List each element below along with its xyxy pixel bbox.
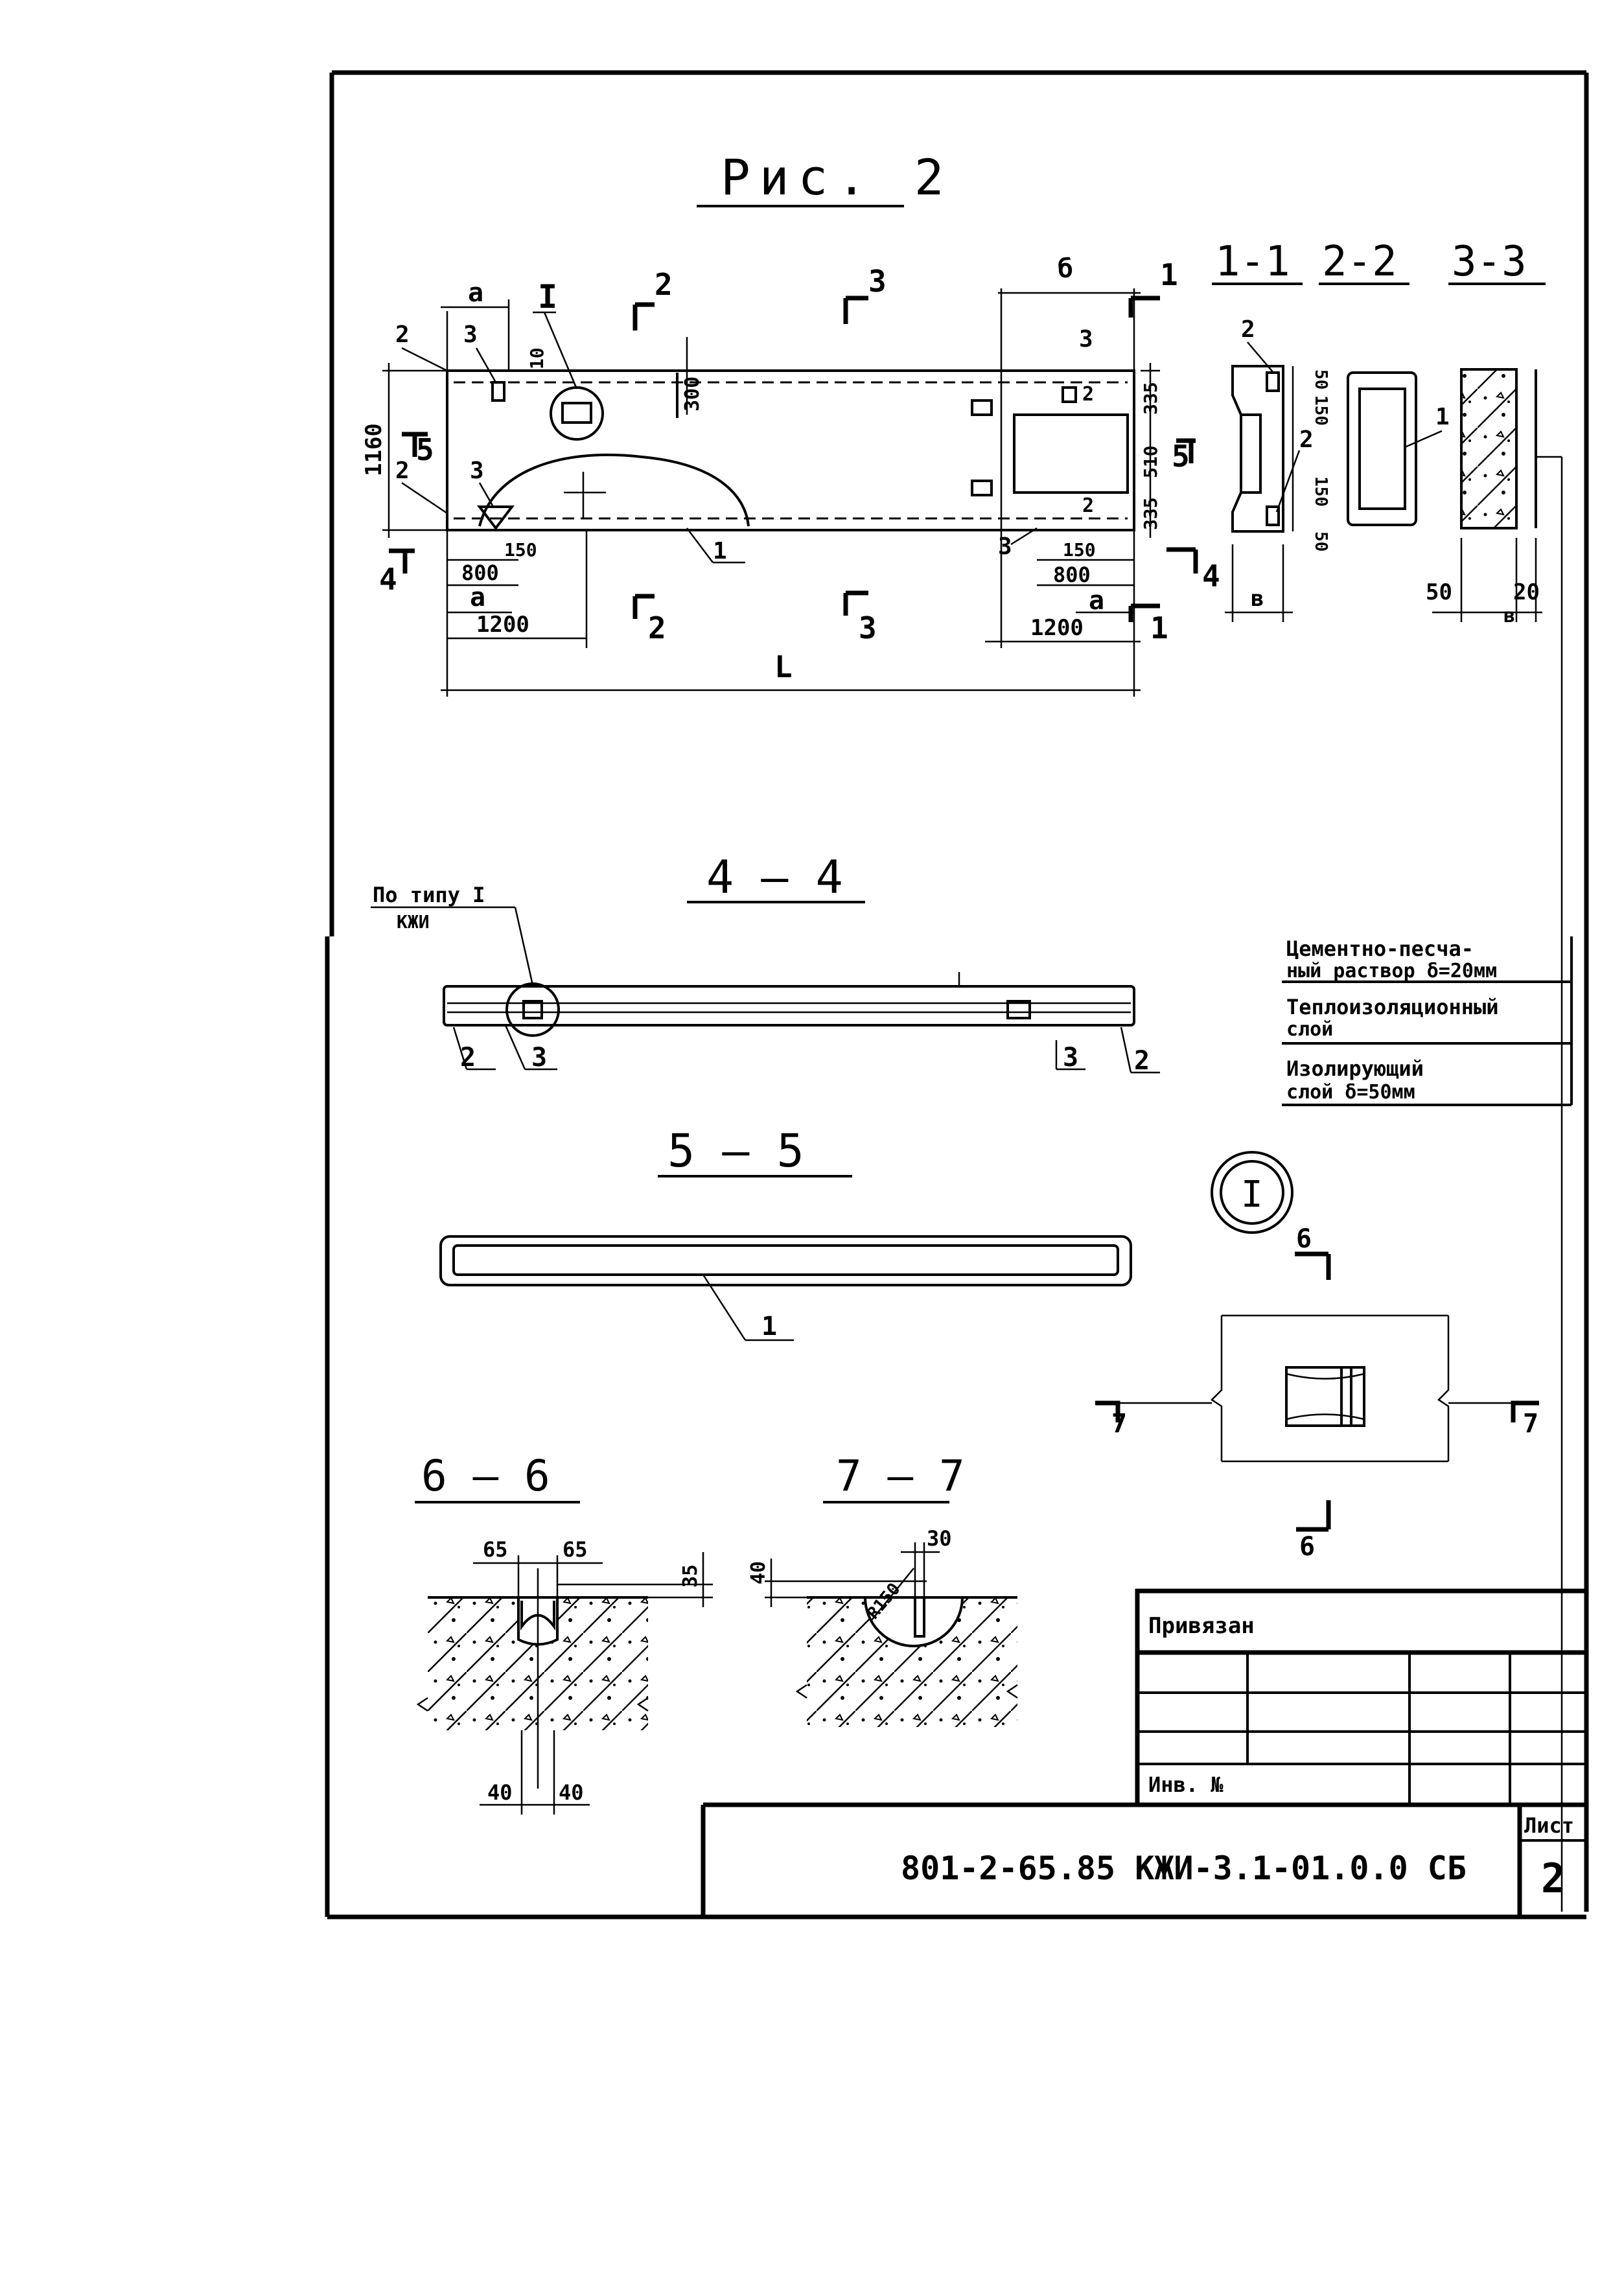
section-7-7-title: 7 – 7 bbox=[836, 1451, 965, 1501]
callout-3-4-4-right: 3 bbox=[1063, 1043, 1078, 1073]
dim-b-3-3: в bbox=[1503, 605, 1515, 627]
dim-50-top-1-1: 50 bbox=[1311, 369, 1330, 389]
section-7-7: 7 – 7 40 30 R150 bbox=[747, 1451, 1018, 1727]
dim-300: 300 bbox=[681, 377, 704, 412]
cut-7-right: 7 bbox=[1523, 1409, 1538, 1439]
stamp-inv-label: Инв. № bbox=[1148, 1772, 1224, 1797]
cut-6-bottom: 6 bbox=[1299, 1532, 1315, 1562]
section-mark-5-left: 5 bbox=[416, 432, 434, 467]
section-mark-3-top: 3 bbox=[868, 264, 887, 299]
dim-35: 35 bbox=[679, 1564, 702, 1588]
callout-2-mid-left: 2 bbox=[395, 458, 410, 484]
callout-2-top-right: 2 bbox=[1082, 383, 1094, 406]
dim-1160: 1160 bbox=[361, 423, 387, 476]
callout-1-5-5: 1 bbox=[761, 1312, 777, 1341]
dim-1200-left: 1200 bbox=[476, 612, 529, 638]
callout-3-bottom-right: 3 bbox=[998, 533, 1012, 560]
legend-layer-1-line2: ный раствор δ=20мм bbox=[1286, 960, 1497, 982]
callout-3-top-left: 3 bbox=[463, 321, 478, 348]
dim-30: 30 bbox=[927, 1526, 952, 1551]
dim-40-7-7: 40 bbox=[747, 1561, 770, 1584]
legend-layer-2-line1: Теплоизоляционный bbox=[1286, 995, 1499, 1019]
legend-layer-3-line1: Изолирующий bbox=[1286, 1056, 1424, 1081]
legend-layer-3-line2: слой δ=50мм bbox=[1286, 1081, 1415, 1104]
ref-note-line1: По типу I bbox=[373, 883, 485, 907]
dim-40-left: 40 bbox=[487, 1780, 513, 1805]
section-6-6-title: 6 – 6 bbox=[421, 1451, 550, 1501]
sheet-number: 2 bbox=[1541, 1855, 1565, 1902]
section-4-4-title: 4 – 4 bbox=[706, 851, 843, 904]
dim-150-right: 150 bbox=[1063, 539, 1096, 561]
callout-1-2-2: 1 bbox=[1435, 404, 1450, 430]
dim-150-top-1-1: 150 bbox=[1311, 395, 1330, 426]
section-3-3-concrete bbox=[1460, 368, 1518, 529]
callout-2-bottom-right: 2 bbox=[1082, 494, 1094, 517]
section-label-1-1: 1-1 bbox=[1215, 238, 1290, 286]
dim-1200-right: 1200 bbox=[1030, 615, 1084, 641]
section-label-3-3: 3-3 bbox=[1452, 238, 1527, 286]
dim-40-right: 40 bbox=[559, 1780, 584, 1805]
dim-50-3-3: 50 bbox=[1426, 579, 1452, 605]
section-label-2-2: 2-2 bbox=[1322, 238, 1397, 286]
callout-2-1-1-mid: 2 bbox=[1299, 426, 1314, 453]
detail-I-mark: I bbox=[1241, 1174, 1263, 1216]
dim-50-bottom-1-1: 50 bbox=[1311, 531, 1330, 551]
dim-150-bottom-1-1: 150 bbox=[1311, 476, 1330, 507]
sheet-frame bbox=[325, 70, 1589, 1920]
sheet-label: Лист bbox=[1524, 1813, 1574, 1838]
dim-10: 10 bbox=[526, 347, 548, 369]
section-5-5-title: 5 – 5 bbox=[667, 1124, 804, 1177]
callout-2-top-left: 2 bbox=[395, 321, 410, 348]
dim-335-bottom: 335 bbox=[1140, 497, 1161, 530]
legend-layer-2-line2: слой bbox=[1286, 1018, 1333, 1041]
cut-6-top: 6 bbox=[1296, 1224, 1312, 1254]
detail-I-circle bbox=[550, 386, 604, 441]
dim-a-bottom-left: а bbox=[470, 583, 485, 612]
dim-335-top: 335 bbox=[1140, 382, 1161, 415]
section-mark-4-left: 4 bbox=[379, 562, 397, 597]
stamp-attached-label: Привязан bbox=[1148, 1613, 1255, 1639]
sections-top: 1-1 2-2 3-3 в 50 150 150 50 2 2 1 bbox=[1212, 238, 1563, 1912]
dim-800-left: 800 bbox=[461, 561, 499, 585]
section-6-6: 6 – 6 65 65 35 40 40 bbox=[415, 1451, 713, 1815]
figure-title: Рис. 2 bbox=[721, 148, 953, 206]
detail-I: I 6 7 7 6 bbox=[1095, 1151, 1539, 1562]
section-mark-5-right: 5 bbox=[1172, 439, 1190, 474]
dim-a-top: а bbox=[468, 278, 483, 308]
section-mark-3-bottom: 3 bbox=[859, 610, 877, 645]
plan-view: 1160 а 10 300 б 335 510 335 150 800 а 12… bbox=[361, 254, 1220, 697]
section-mark-1-top: 1 bbox=[1160, 257, 1178, 292]
section-mark-2-top: 2 bbox=[655, 267, 673, 302]
dim-65-left: 65 bbox=[483, 1537, 508, 1562]
callout-3-4-4-left: 3 bbox=[531, 1043, 547, 1073]
dim-b: б bbox=[1058, 254, 1073, 284]
layer-legend: Цементно-песча- ный раствор δ=20мм Тепло… bbox=[1282, 936, 1573, 1106]
callout-1-bottom: 1 bbox=[713, 538, 727, 564]
title-block: Привязан Инв. № 801-2-65.85 КЖИ-3.1-01.0… bbox=[701, 1588, 1589, 1917]
legend-layer-1-line1: Цементно-песча- bbox=[1286, 936, 1474, 961]
dim-b-1-1: в bbox=[1251, 586, 1264, 612]
dim-L: L bbox=[774, 649, 793, 684]
dim-150-left: 150 bbox=[504, 539, 537, 561]
doc-code: 801-2-65.85 КЖИ-3.1-01.0.0 СБ bbox=[901, 1850, 1467, 1887]
section-mark-1-bottom: 1 bbox=[1150, 610, 1168, 645]
dim-800-right: 800 bbox=[1053, 563, 1091, 587]
section-mark-2-bottom: 2 bbox=[648, 610, 666, 645]
dim-20-3-3: 20 bbox=[1513, 579, 1540, 605]
section-5-5: 5 – 5 1 bbox=[439, 1124, 1132, 1341]
callout-2-4-4-right: 2 bbox=[1134, 1046, 1150, 1076]
dim-65-right: 65 bbox=[563, 1537, 588, 1562]
callout-2-1-1-top: 2 bbox=[1241, 316, 1255, 343]
callout-3-top-right: 3 bbox=[1079, 326, 1093, 353]
dim-a-bottom-right: а bbox=[1089, 586, 1104, 616]
section-4-4: 4 – 4 По типу I КЖИ 2 3 3 2 bbox=[371, 851, 1160, 1076]
section-mark-4-right: 4 bbox=[1202, 559, 1220, 594]
callout-3-mid-left: 3 bbox=[470, 458, 484, 484]
dim-510: 510 bbox=[1140, 445, 1161, 478]
detail-mark-I: I bbox=[538, 278, 557, 316]
ref-note-line2: КЖИ bbox=[397, 911, 430, 933]
cut-7-left: 7 bbox=[1111, 1409, 1127, 1439]
